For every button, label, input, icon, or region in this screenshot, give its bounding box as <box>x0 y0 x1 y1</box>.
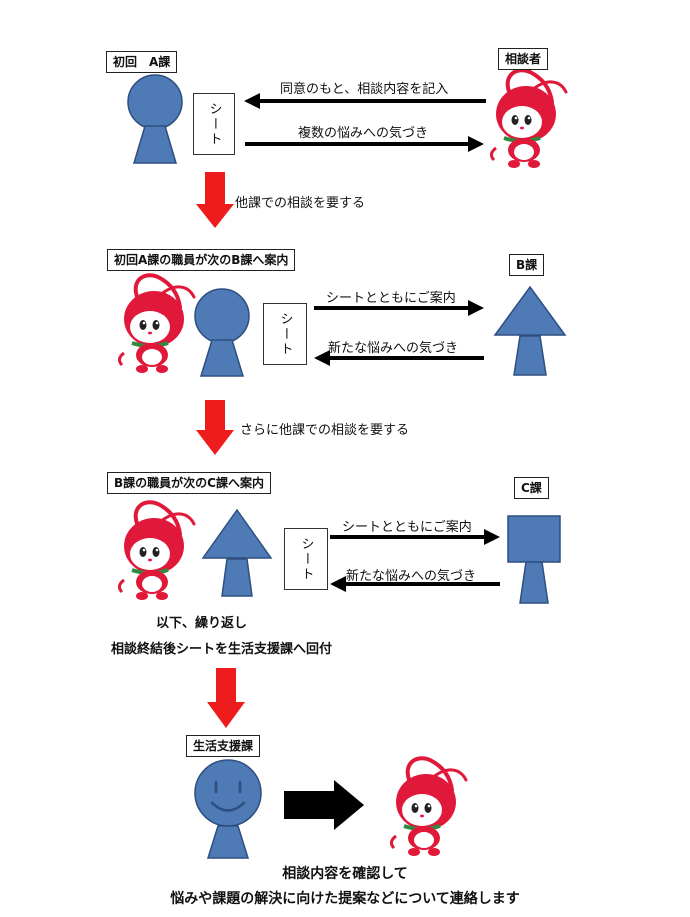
section2-label: 初回A課の職員が次のB課へ案内 <box>107 249 296 271</box>
arrow-right-text: シートとともにご案内 <box>326 291 456 306</box>
arrow-right-text: シートとともにご案内 <box>342 520 472 535</box>
section4-label: 生活支援課 <box>186 735 261 757</box>
arrow-left-text: 新たな悩みへの気づき <box>346 569 477 584</box>
footer-line-2: 悩みや課題の解決に向けた提案などについて連絡します <box>170 891 520 907</box>
down-arrow-text: 他課での相談を要する <box>235 196 366 211</box>
section3-label: B課の職員が次のC課へ案内 <box>107 472 271 494</box>
arrow-right-2 <box>314 300 484 316</box>
mascot-icon <box>489 68 568 170</box>
down-arrow-text: さらに他課での相談を要する <box>240 423 410 438</box>
arrow-left-1 <box>244 93 486 109</box>
smiley-person-icon <box>194 759 262 859</box>
arrow-right-3 <box>330 529 500 545</box>
red-down-arrow-icon <box>207 668 245 728</box>
triangle-person-icon <box>493 285 567 376</box>
arrow-right-1 <box>245 136 484 152</box>
section1-counterpart-label: 相談者 <box>498 48 549 70</box>
sheet-box: シート <box>263 303 307 365</box>
arrow-right-text: 複数の悩みへの気づき <box>298 126 429 141</box>
footer-line-1: 相談内容を確認して <box>282 866 408 882</box>
section3-counterpart-label: C課 <box>514 477 549 499</box>
keyhole-person-icon <box>194 288 250 377</box>
triangle-person-icon <box>201 508 273 597</box>
forward-note: 相談終結後シートを生活支援課へ回付 <box>111 642 333 657</box>
mascot-icon <box>117 273 196 375</box>
mascot-icon <box>117 500 196 602</box>
arrow-left-text: 新たな悩みへの気づき <box>328 341 459 356</box>
arrow-left-3 <box>330 576 500 592</box>
arrow-left-2 <box>314 350 484 366</box>
red-down-arrow-icon <box>196 400 234 455</box>
mascot-icon <box>389 756 468 858</box>
keyhole-person-icon <box>127 74 183 164</box>
section2-counterpart-label: B課 <box>509 254 545 276</box>
sheet-box: シート <box>284 528 328 590</box>
arrow-left-text: 同意のもと、相談内容を記入 <box>280 82 449 97</box>
repeat-note: 以下、繰り返し <box>156 616 248 631</box>
section1-label: 初回 A課 <box>106 51 178 73</box>
red-down-arrow-icon <box>196 172 234 228</box>
square-person-icon <box>507 515 561 604</box>
sheet-box: シート <box>193 93 235 155</box>
black-right-arrow-icon <box>284 780 364 830</box>
